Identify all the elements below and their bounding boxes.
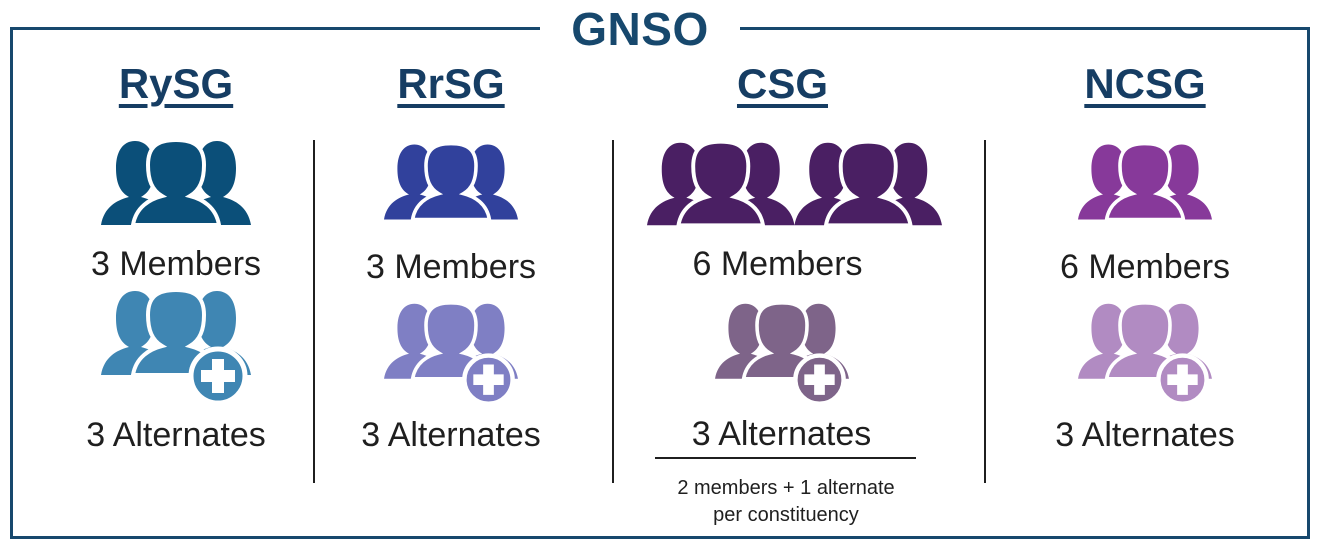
members-count: 3 Members (90, 245, 262, 283)
group-separator (313, 140, 315, 483)
group-separator (984, 140, 986, 483)
group-heading: RySG (118, 60, 234, 107)
csg-note-line-1: 2 members + 1 alternate (677, 477, 895, 499)
alternates-count: 3 Alternates (361, 416, 541, 454)
people-group-plus-icon (101, 287, 251, 406)
csg-note-line-2: per constituency (713, 504, 859, 526)
people-group-plus-icon (1078, 301, 1212, 407)
people-group-icon (384, 141, 518, 222)
people-group-icon (1078, 141, 1212, 222)
alternates-count: 3 Alternates (691, 415, 872, 453)
members-count: 6 Members (692, 245, 863, 283)
group-separator (612, 140, 614, 483)
group-rysg: RySG 3 Members 3 Alternates (46, 0, 306, 551)
people-group-icon (101, 137, 251, 227)
group-ncsg: NCSG 6 Members 3 Alternates (1015, 0, 1275, 551)
alternates-count: 3 Alternates (86, 416, 266, 454)
group-rrsg: RrSG 3 Members 3 Alternates (321, 0, 581, 551)
group-heading: NCSG (1084, 60, 1206, 107)
csg-alternates-divider (655, 457, 916, 459)
members-count: 6 Members (1059, 248, 1231, 286)
group-heading: CSG (736, 60, 828, 107)
members-count: 3 Members (365, 248, 537, 286)
people-group-plus-icon (715, 301, 849, 407)
people-group-icon (647, 139, 942, 228)
people-group-plus-icon (384, 301, 518, 407)
group-heading: RrSG (397, 60, 505, 107)
gnso-title: GNSO (540, 0, 740, 58)
alternates-count: 3 Alternates (1055, 416, 1235, 454)
group-csg: CSG 6 Members 3 Alternates 2 members + 1… (647, 0, 942, 551)
